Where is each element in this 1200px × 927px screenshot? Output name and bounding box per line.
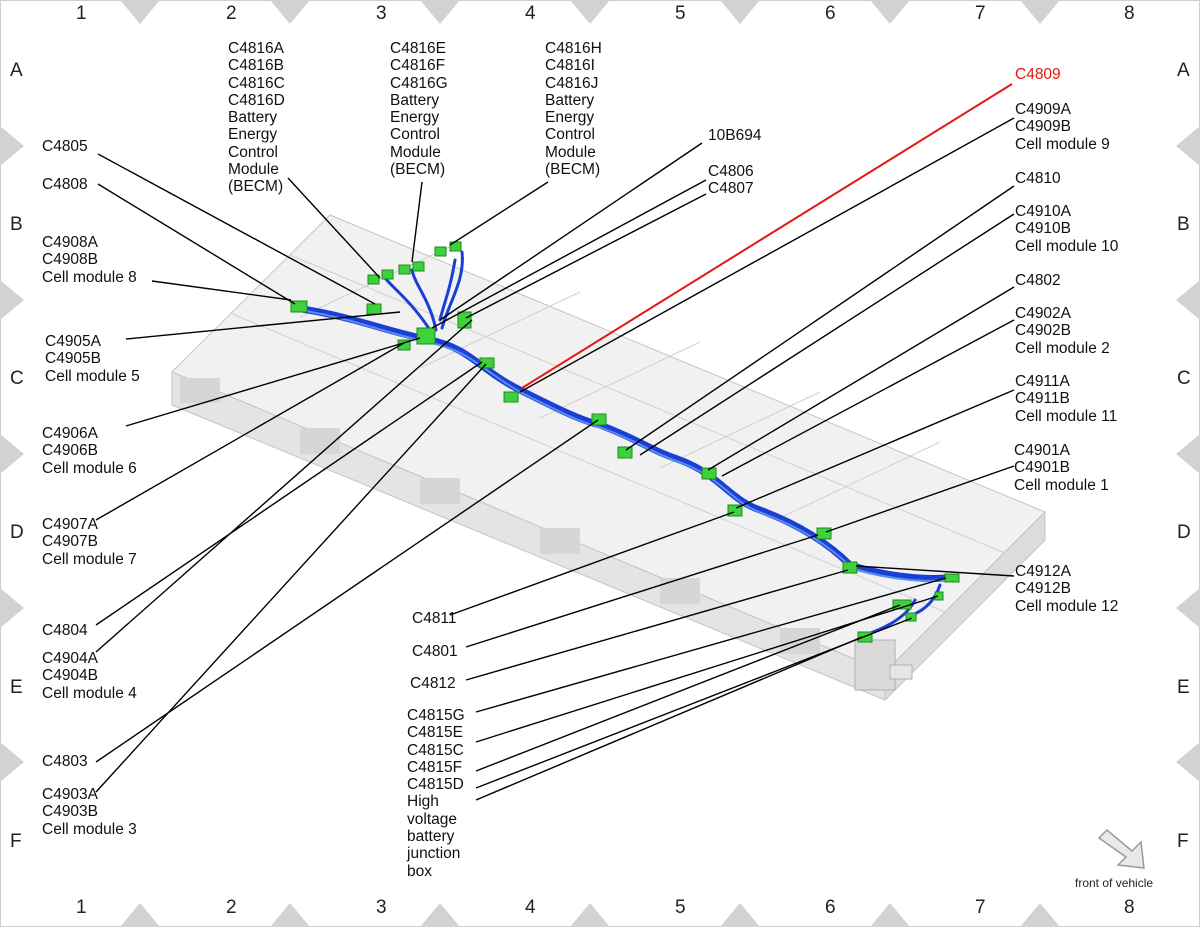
label-c4801: C4801 [412,643,458,660]
grid-row-b-left: B [10,214,23,235]
grid-row-d-left: D [10,522,24,543]
label-c4815-junction-box: C4815G C4815E C4815C C4815F C4815D High … [407,707,465,880]
label-10b694: 10B694 [708,127,762,144]
label-c4906-cell-module-6: C4906A C4906B Cell module 6 [42,425,137,477]
grid-col-2-bottom: 2 [226,897,237,918]
label-c4816h-becm: C4816H C4816I C4816J Battery Energy Cont… [545,40,602,179]
grid-col-8-top: 8 [1124,3,1135,24]
label-c4802: C4802 [1015,272,1061,289]
grid-col-4-top: 4 [525,3,536,24]
grid-col-5-bottom: 5 [675,897,686,918]
label-c4811: C4811 [412,610,457,627]
label-c4903-cell-module-3: C4903A C4903B Cell module 3 [42,786,137,838]
grid-col-4-bottom: 4 [525,897,536,918]
grid-col-5-top: 5 [675,3,686,24]
label-c4902-cell-module-2: C4902A C4902B Cell module 2 [1015,305,1110,357]
label-c4909-cell-module-9: C4909A C4909B Cell module 9 [1015,101,1110,153]
grid-markers-top [120,0,1060,24]
grid-row-a-left: A [10,60,23,81]
grid-row-f-right: F [1177,831,1189,852]
label-c4904-cell-module-4: C4904A C4904B Cell module 4 [42,650,137,702]
front-of-vehicle-label: front of vehicle [1075,876,1154,890]
grid-col-7-bottom: 7 [975,897,986,918]
grid-col-6-top: 6 [825,3,836,24]
grid-row-d-right: D [1177,522,1191,543]
grid-row-c-right: C [1177,368,1191,389]
label-c4804: C4804 [42,622,88,639]
label-c4912-cell-module-12: C4912A C4912B Cell module 12 [1015,563,1119,615]
front-arrow-icon [1097,828,1145,869]
highlight-line [521,83,1013,389]
label-c4901-cell-module-1: C4901A C4901B Cell module 1 [1014,442,1109,494]
grid-row-b-right: B [1177,214,1190,235]
grid-markers-bottom [120,903,1060,927]
label-c4907-cell-module-7: C4907A C4907B Cell module 7 [42,516,137,568]
grid-row-c-left: C [10,368,24,389]
grid-row-e-right: E [1177,677,1190,698]
label-c4905-cell-module-5: C4905A C4905B Cell module 5 [45,333,140,385]
grid-col-8-bottom: 8 [1124,897,1135,918]
grid-col-1-top: 1 [76,3,87,24]
grid-markers-left [0,126,24,782]
label-c4809: C4809 [1015,66,1061,83]
label-c4910-cell-module-10: C4910A C4910B Cell module 10 [1015,203,1119,255]
label-c4908-cell-module-8: C4908A C4908B Cell module 8 [42,234,137,286]
label-c4810: C4810 [1015,170,1061,187]
grid-col-7-top: 7 [975,3,986,24]
label-c4803: C4803 [42,753,88,770]
grid-col-1-bottom: 1 [76,897,87,918]
label-c4805: C4805 [42,138,88,155]
label-c4812: C4812 [410,675,456,692]
callout-lines [95,117,1015,801]
grid-col-2-top: 2 [226,3,237,24]
grid-col-6-bottom: 6 [825,897,836,918]
grid-row-f-left: F [10,831,22,852]
grid-col-3-top: 3 [376,3,387,24]
label-c4911-cell-module-11: C4911A C4911B Cell module 11 [1015,373,1118,425]
label-c4808: C4808 [42,176,88,193]
label-c4816a-becm: C4816A C4816B C4816C C4816D Battery Ener… [228,40,285,196]
battery-pack [171,214,1046,702]
grid-markers-right [1176,126,1200,782]
grid-row-e-left: E [10,677,23,698]
grid-col-3-bottom: 3 [376,897,387,918]
grid-row-a-right: A [1177,60,1190,81]
label-c4806-c4807: C4806 C4807 [708,163,754,198]
label-c4816e-becm: C4816E C4816F C4816G Battery Energy Cont… [390,40,448,179]
